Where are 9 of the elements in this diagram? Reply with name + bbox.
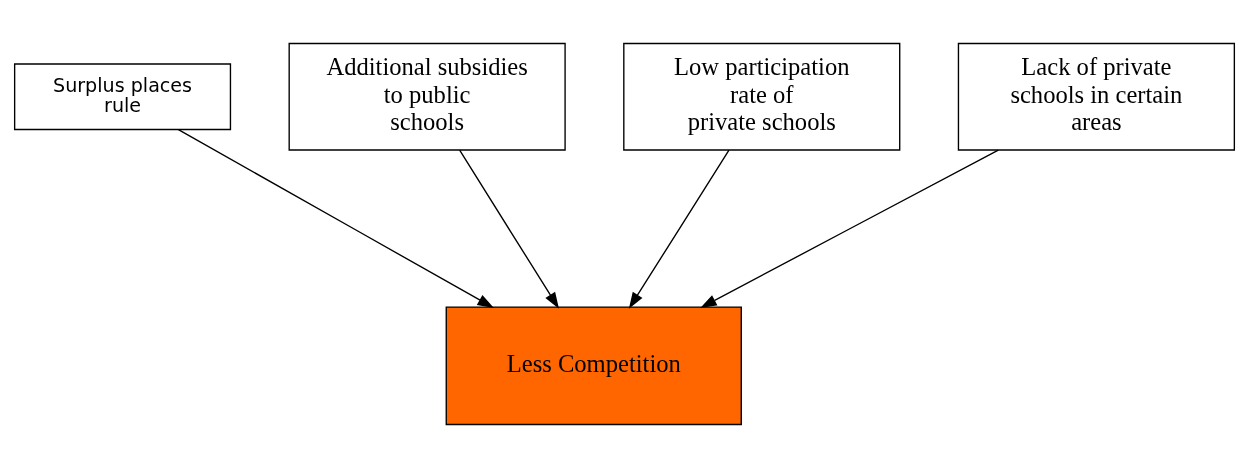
arrow bbox=[177, 129, 494, 308]
arrow bbox=[458, 149, 559, 309]
node-box: Additional subsidies to public schools bbox=[288, 42, 566, 151]
node-box: Lack of private schools in certain areas bbox=[957, 42, 1236, 151]
arrow bbox=[700, 149, 999, 309]
arrow bbox=[628, 149, 730, 309]
node-box: Low participation rate of private schools bbox=[623, 42, 901, 151]
node-box: Surplus places rule bbox=[13, 63, 232, 131]
node-box: Less Competition bbox=[445, 306, 742, 426]
